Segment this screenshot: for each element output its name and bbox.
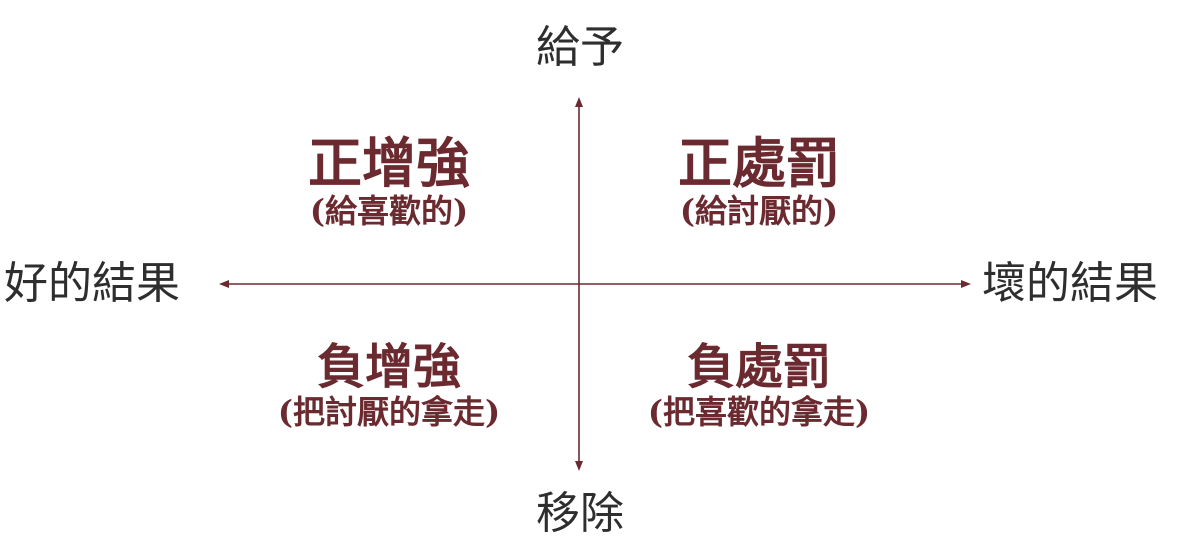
arrow-left-icon (219, 280, 229, 288)
axis-label-top: 給予 (536, 22, 624, 73)
arrow-down-icon (575, 461, 583, 471)
quadrant-subtitle: (給討厭的) (679, 192, 839, 231)
quadrant-title: 正增強 (308, 131, 470, 195)
arrow-up-icon (575, 97, 583, 107)
quadrant-title: 正處罰 (678, 131, 840, 195)
quadrant-top-left: 正增強 (給喜歡的) (219, 131, 559, 231)
axis-label-left: 好的結果 (4, 258, 180, 309)
quadrant-subtitle: (把討厭的拿走) (277, 392, 501, 431)
quadrant-bottom-right: 負處罰 (把喜歡的拿走) (589, 341, 929, 431)
arrow-right-icon (961, 280, 971, 288)
axis-label-right: 壞的結果 (982, 258, 1158, 309)
quadrant-title: 負增強 (316, 339, 461, 395)
quadrant-subtitle: (給喜歡的) (309, 192, 469, 231)
quadrant-bottom-left: 負增強 (把討厭的拿走) (219, 341, 559, 431)
quadrant-top-right: 正處罰 (給討厭的) (589, 131, 929, 231)
quadrant-title: 負處罰 (686, 339, 831, 395)
quadrant-subtitle: (把喜歡的拿走) (647, 392, 871, 431)
axis-label-bottom: 移除 (536, 488, 624, 539)
